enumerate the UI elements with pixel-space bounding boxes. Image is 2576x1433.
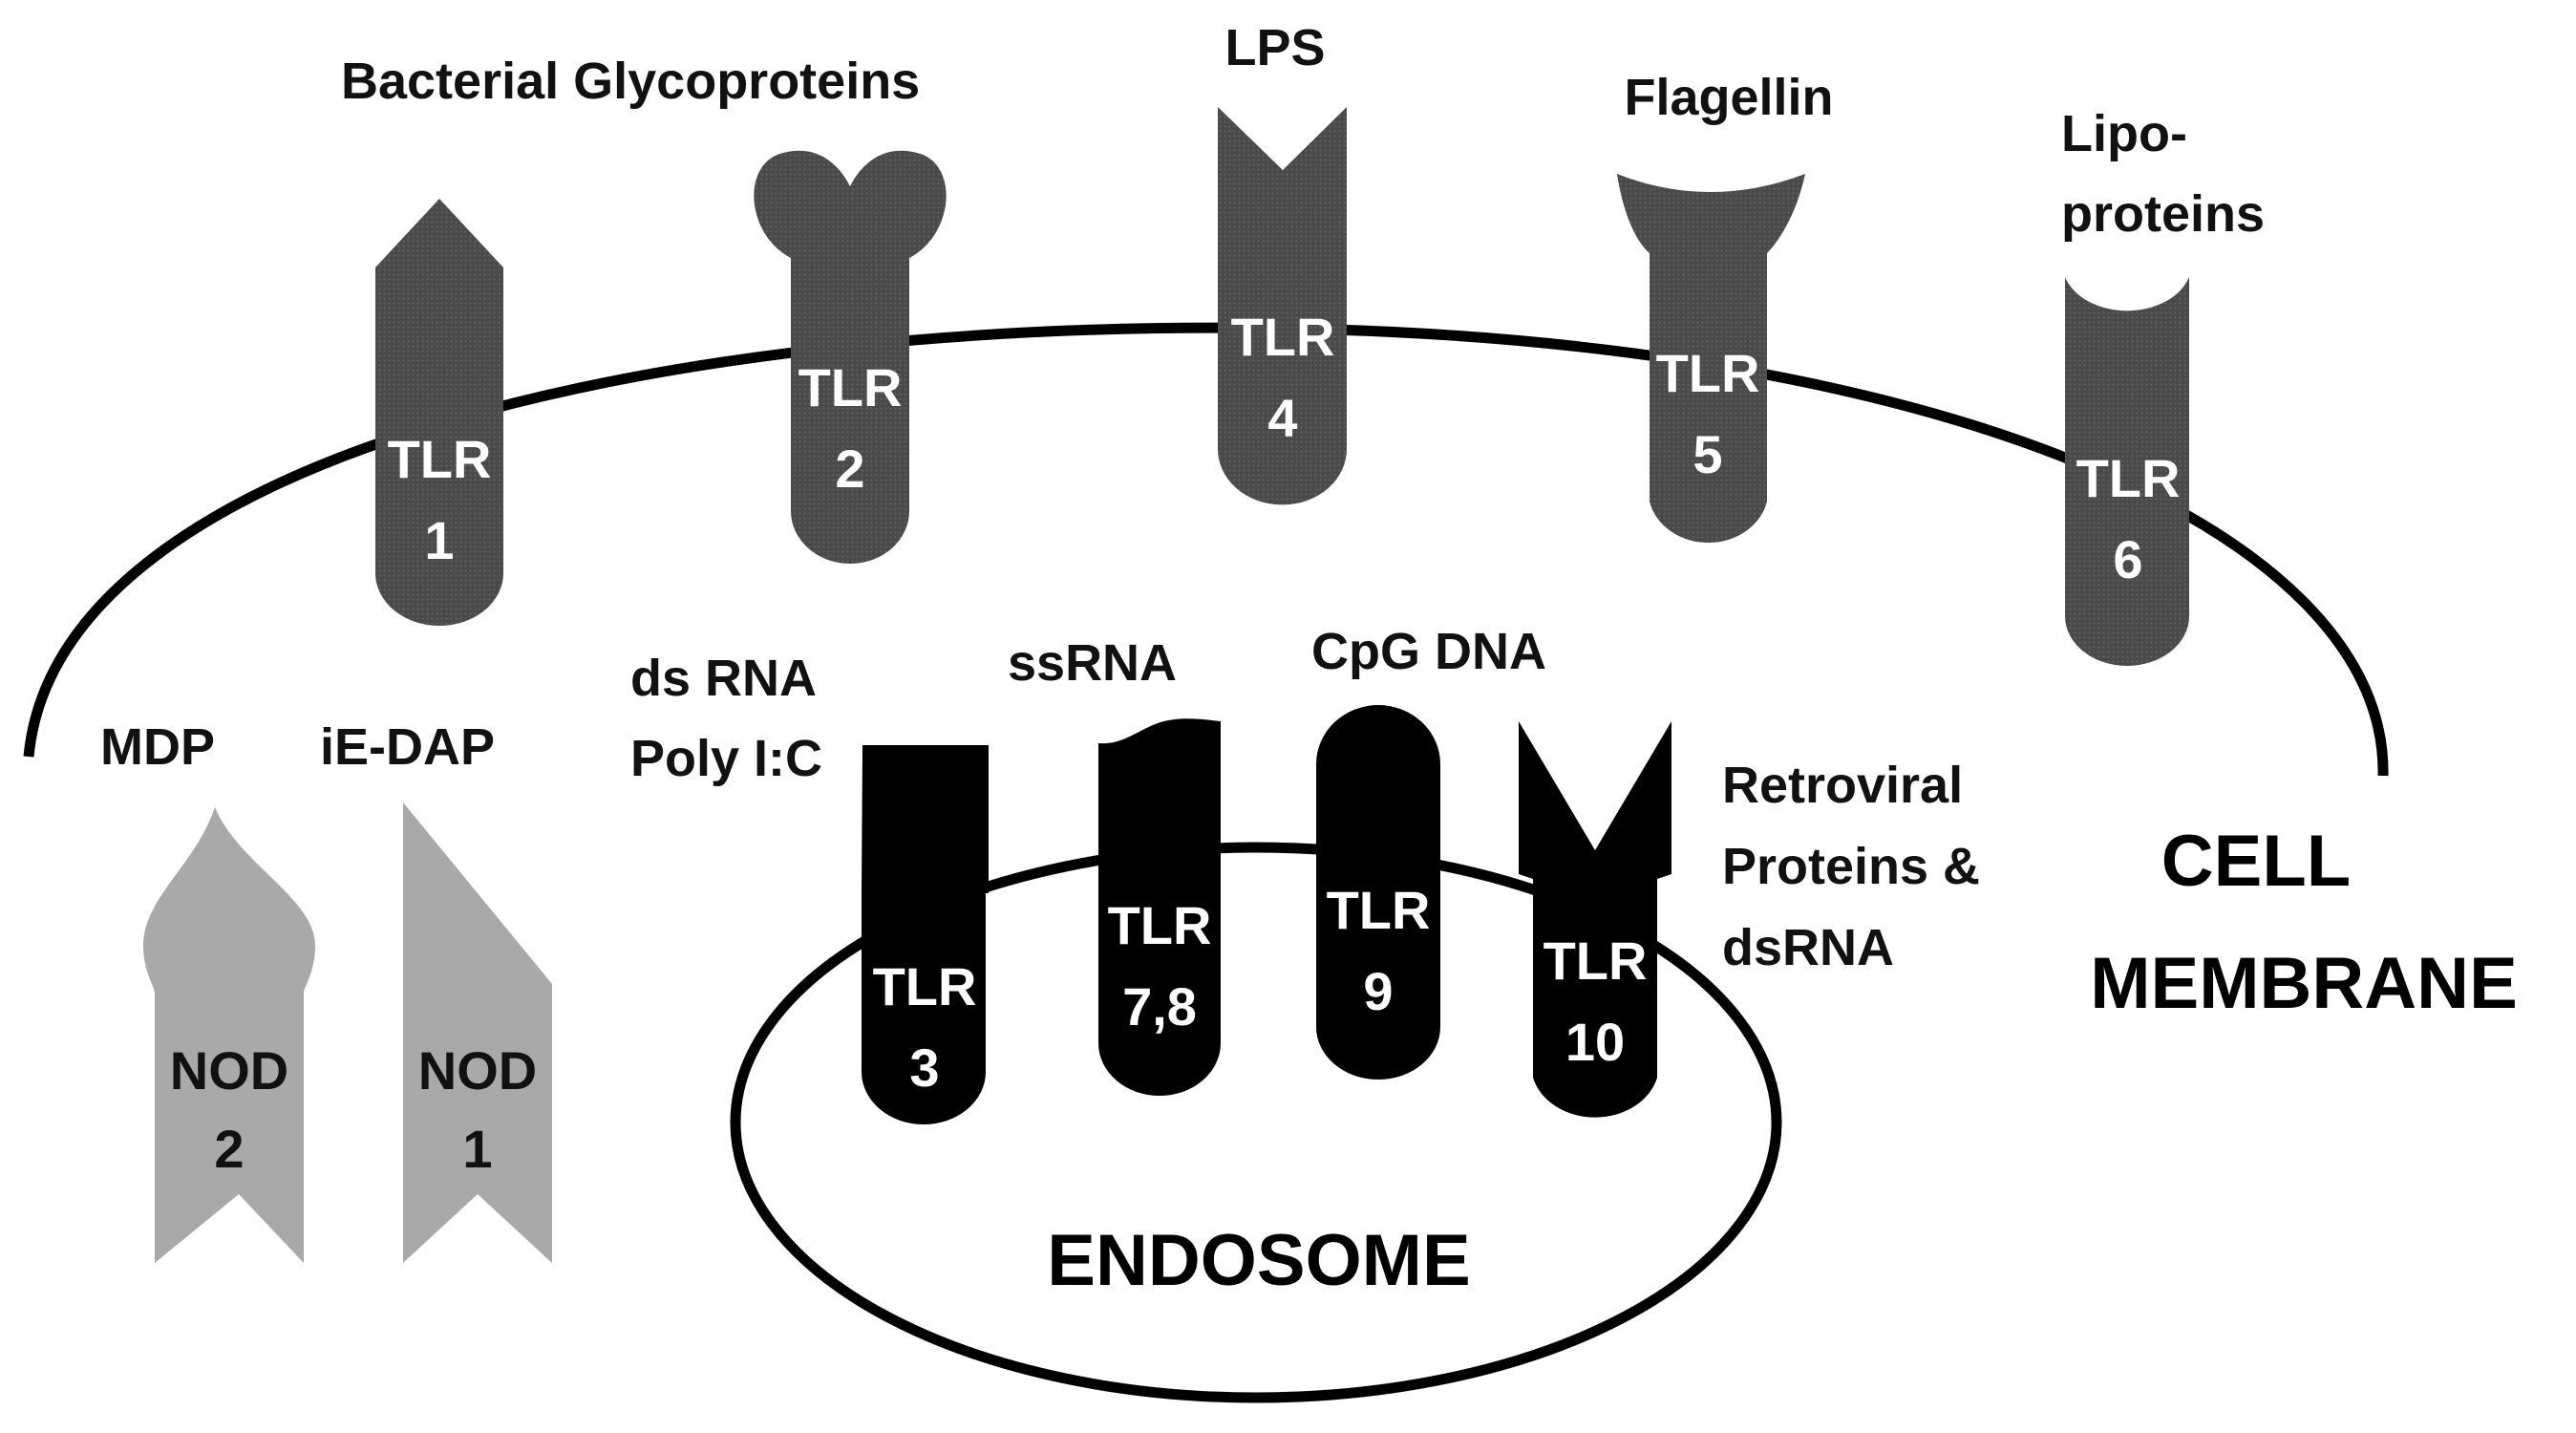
- tlr6-shape: [2065, 277, 2189, 666]
- receptor-tlr1: TLR 1: [375, 199, 503, 626]
- tlr9-shape: [1316, 705, 1440, 1080]
- receptor-tlr2: TLR 2: [754, 150, 947, 565]
- nod2-shape: [143, 807, 315, 1263]
- ligand-label-dsrna-line2: Poly I:C: [630, 730, 822, 787]
- ligand-label-ie-dap: iE-DAP: [320, 718, 495, 776]
- nod1-shape: [403, 802, 552, 1263]
- nod1-label-line1: NOD: [418, 1040, 537, 1101]
- ligand-label-retroviral-line1: Retroviral: [1722, 757, 1963, 814]
- tlr5-shape: [1617, 174, 1805, 544]
- receptor-tlr78: TLR 7,8: [1098, 718, 1221, 1096]
- tlr2-shape: [754, 150, 947, 565]
- ligand-label-flagellin: Flagellin: [1624, 69, 1833, 126]
- endosome-membrane: [730, 842, 1782, 1403]
- tlr9-label-line2: 9: [1363, 961, 1393, 1021]
- tlr5-label-line1: TLR: [1656, 343, 1760, 403]
- tlr2-label-line1: TLR: [798, 357, 903, 417]
- tlr3-label-line2: 3: [909, 1037, 939, 1098]
- tlr3-shape: [862, 745, 989, 1124]
- tlr78-label-line2: 7,8: [1122, 976, 1197, 1037]
- tlr10-shape: [1519, 721, 1671, 1118]
- tlr4-shape: [1218, 107, 1347, 505]
- ligand-label-mdp: MDP: [100, 718, 215, 776]
- tlr4-label-line2: 4: [1267, 388, 1297, 448]
- nod2-label-line2: 2: [214, 1119, 244, 1179]
- tlr1-shape: [375, 199, 503, 626]
- tlr3-label-line1: TLR: [873, 956, 977, 1016]
- nod2-label-line1: NOD: [170, 1040, 288, 1101]
- ligand-label-ssrna: ssRNA: [1008, 634, 1177, 692]
- cell-membrane-label-line1: CELL: [2161, 821, 2351, 902]
- tlr6-label-line2: 6: [2113, 529, 2142, 589]
- receptor-nod2: NOD 2: [143, 807, 315, 1263]
- tlr2-label-line2: 2: [835, 438, 864, 499]
- tlr5-label-line2: 5: [1692, 424, 1722, 484]
- tlr1-label-line2: 1: [424, 510, 454, 570]
- receptor-tlr10: TLR 10: [1519, 721, 1671, 1118]
- tlr1-label-line1: TLR: [388, 429, 492, 489]
- ligand-label-lipoproteins-line2: proteins: [2061, 185, 2265, 243]
- tlr10-label-line1: TLR: [1543, 930, 1648, 991]
- tlr10-label-line2: 10: [1565, 1012, 1625, 1072]
- receptor-tlr5: TLR 5: [1617, 174, 1805, 544]
- ligand-label-lipoproteins-line1: Lipo-: [2061, 105, 2187, 162]
- ligand-label-retroviral-line2: Proteins &: [1722, 838, 1980, 895]
- ligand-label-dsrna-line1: ds RNA: [630, 650, 817, 707]
- receptor-tlr9: TLR 9: [1316, 705, 1440, 1080]
- receptor-nod1: NOD 1: [403, 802, 552, 1263]
- cell-membrane-label-line2: MEMBRANE: [2090, 943, 2518, 1024]
- tlr9-label-line1: TLR: [1327, 880, 1431, 940]
- ligand-label-retroviral-line3: dsRNA: [1722, 919, 1894, 976]
- ligand-label-lps: LPS: [1224, 19, 1325, 76]
- tlr4-label-line1: TLR: [1231, 307, 1335, 367]
- nod1-label-line2: 1: [462, 1119, 492, 1179]
- endosome-label: ENDOSOME: [1047, 1220, 1470, 1301]
- receptor-tlr3: TLR 3: [862, 745, 989, 1124]
- tlr78-label-line1: TLR: [1108, 895, 1212, 955]
- ligand-label-bacterial-glycoproteins: Bacterial Glycoproteins: [341, 53, 920, 110]
- receptor-tlr4: TLR 4: [1218, 107, 1347, 505]
- receptor-tlr6: TLR 6: [2065, 277, 2189, 666]
- tlr78-shape: [1098, 718, 1221, 1096]
- tlr6-label-line1: TLR: [2076, 448, 2181, 508]
- ligand-label-cpg-dna: CpG DNA: [1311, 623, 1546, 680]
